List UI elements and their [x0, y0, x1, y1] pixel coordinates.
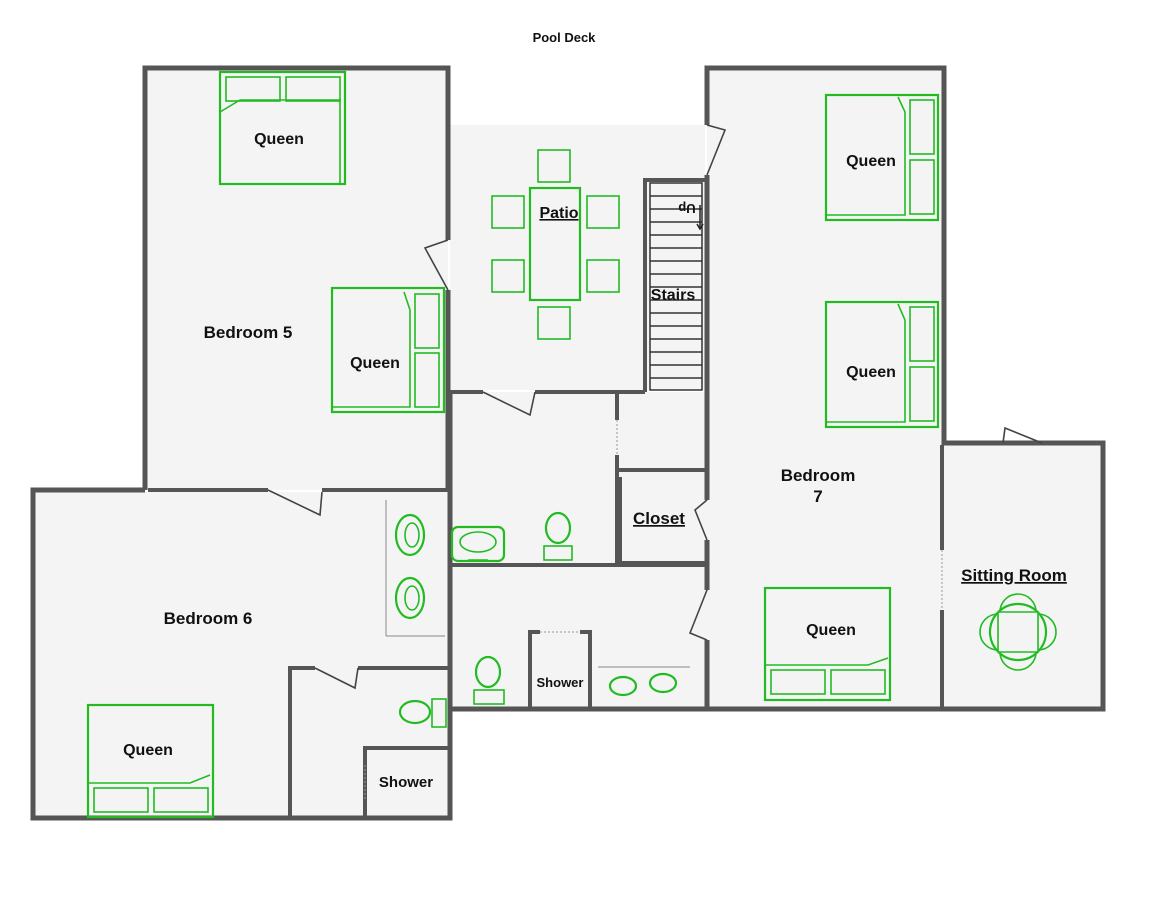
bed-b7-mid-label: Queen	[846, 364, 896, 381]
bed-b7-bottom-label: Queen	[806, 622, 856, 639]
patio-table-set	[491, 149, 620, 340]
shower-label-lower: Shower	[379, 774, 433, 791]
bedroom6-label: Bedroom 6	[164, 609, 253, 628]
bed-b7-top	[824, 93, 940, 222]
shower-label-middle: Shower	[537, 675, 584, 690]
staircase	[649, 182, 704, 391]
walls	[30, 65, 1106, 821]
bed-b5-side	[330, 286, 446, 414]
bed-b6-label: Queen	[123, 742, 173, 759]
pool-deck-label: Pool Deck	[533, 30, 597, 45]
bed-b6	[86, 703, 215, 819]
bed-b7-mid	[824, 300, 940, 429]
bed-b5-top-label: Queen	[254, 131, 304, 148]
patio-label: Patio	[539, 205, 578, 222]
sitting-room-label: Sitting Room	[961, 566, 1067, 585]
bed-b5-top	[218, 70, 347, 186]
bed-b7-bottom	[763, 586, 892, 702]
doors	[267, 124, 1043, 800]
bedroom7-label-line2: 7	[813, 487, 822, 506]
sitting-room-table	[979, 593, 1057, 671]
up-label: Up	[678, 201, 695, 216]
bath-fixtures	[385, 500, 690, 728]
bed-b7-top-label: Queen	[846, 153, 896, 170]
closet-label: Closet	[633, 509, 685, 528]
bedroom5-label: Bedroom 5	[204, 323, 293, 342]
stairs-label: Stairs	[651, 287, 696, 304]
bedroom7-label-line1: Bedroom	[781, 466, 856, 485]
bed-b5-side-label: Queen	[350, 355, 400, 372]
